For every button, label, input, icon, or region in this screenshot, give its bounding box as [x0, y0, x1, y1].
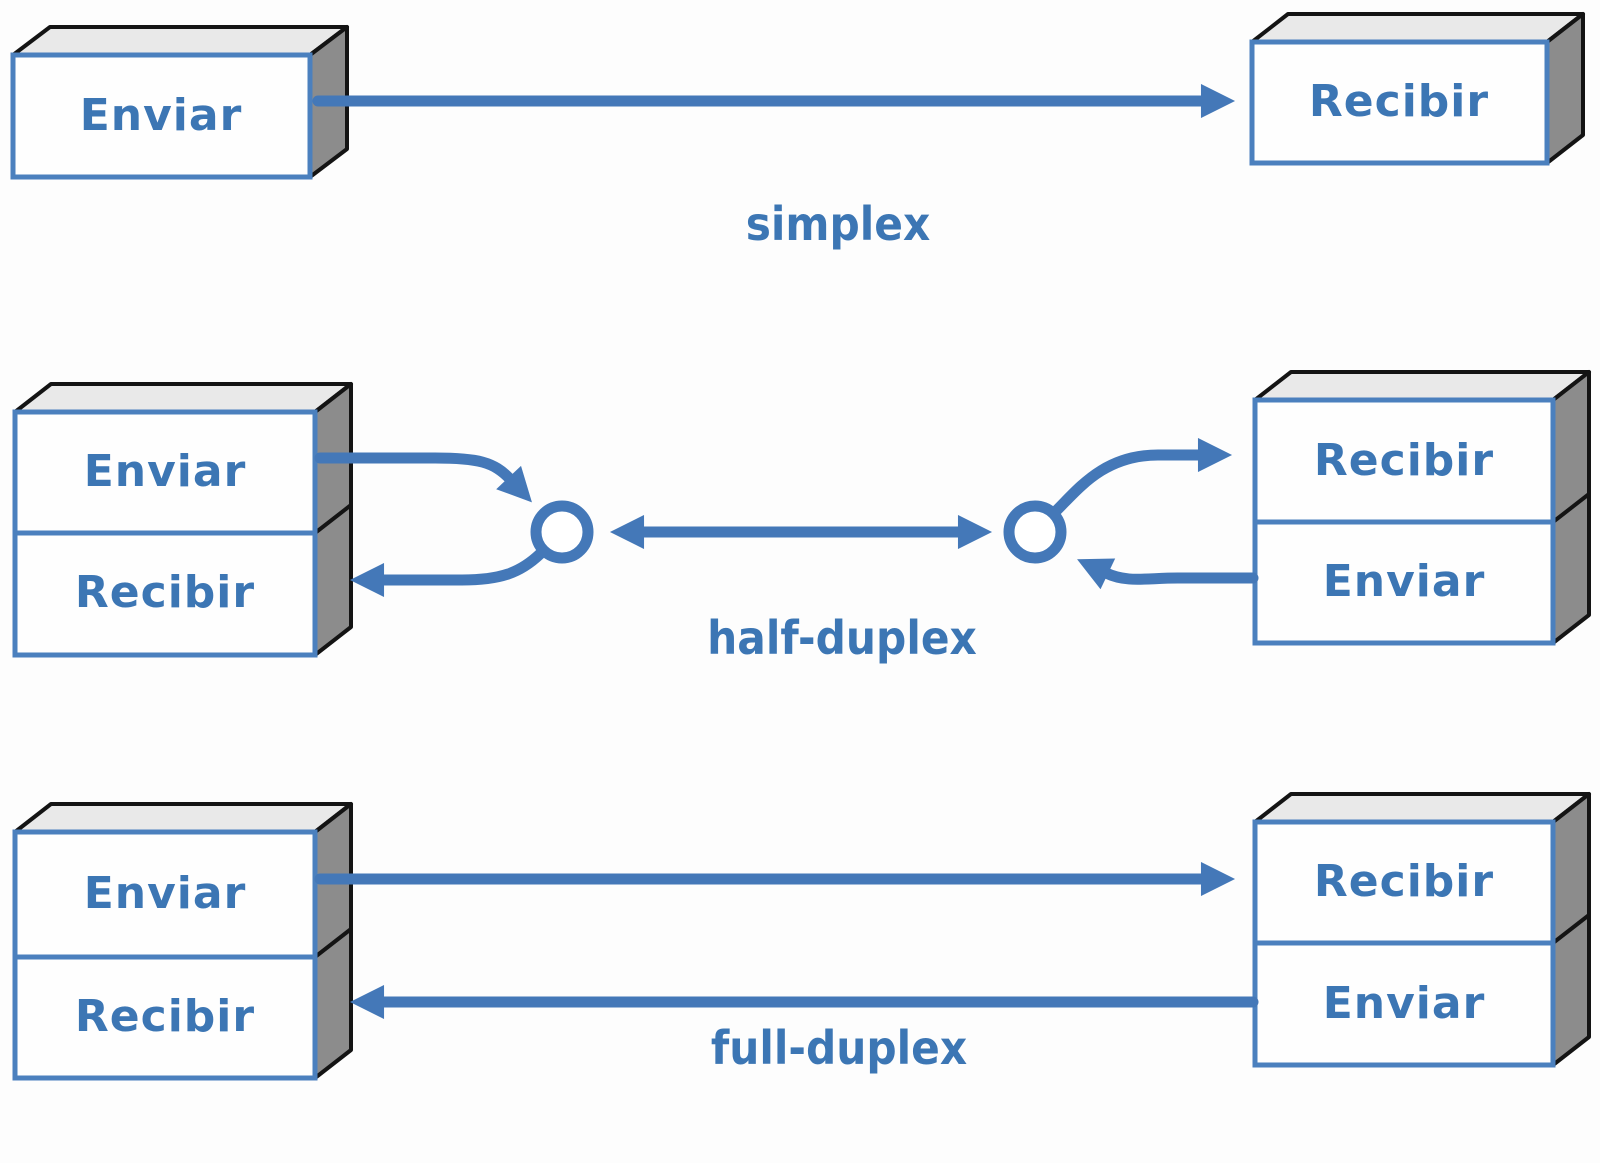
half-duplex-right-receive-label: Recibir: [1313, 435, 1495, 486]
half-duplex-right-send-arrow: [1077, 558, 1259, 590]
half-duplex-left-receive-label: Recibir: [74, 567, 256, 618]
full-duplex-right-station-box: [1252, 792, 1591, 1068]
half-duplex-section-label: half-duplex: [707, 611, 977, 665]
full-duplex-right-send-label: Enviar: [1322, 978, 1486, 1029]
box-front-face: [10, 52, 313, 180]
box-top-face: [13, 382, 353, 414]
half-duplex-right-junction-circle: [1003, 500, 1067, 564]
box-front-face-bottom: [12, 954, 318, 1081]
half-duplex-right-station-box: [1252, 370, 1591, 646]
box-front-face: [1249, 39, 1550, 166]
box-front-face-top: [1252, 819, 1556, 946]
simplex-right-box-label: Recibir: [1308, 76, 1490, 127]
box-side-divider-edge: [1551, 913, 1591, 945]
full-duplex-section-label: full-duplex: [710, 1021, 968, 1075]
half-duplex-right-receive-arrow: [1051, 437, 1233, 516]
simplex-left-sender-box: [10, 25, 349, 180]
half-duplex-left-station-box: [12, 382, 353, 658]
box-top-face: [11, 25, 349, 57]
box-side-divider-edge: [313, 927, 353, 959]
half-duplex-left-send-label: Enviar: [83, 446, 247, 497]
box-front-face-top: [12, 409, 318, 536]
full-duplex-right-receive-label: Recibir: [1313, 856, 1495, 907]
box-side-divider-edge: [1551, 492, 1591, 524]
box-top-face: [1250, 12, 1585, 44]
half-duplex-left-send-arrow: [314, 452, 532, 503]
half-duplex-right-send-label: Enviar: [1322, 556, 1486, 607]
box-front-face-top: [12, 829, 318, 960]
box-side-face: [1545, 12, 1585, 165]
full-duplex-left-station-box: [12, 802, 353, 1081]
simplex-left-box-label: Enviar: [79, 90, 243, 141]
box-side-divider-edge: [313, 503, 353, 535]
simplex-right-receiver-box: [1249, 12, 1585, 166]
simplex-section-label: simplex: [745, 197, 931, 251]
box-top-face: [13, 802, 353, 834]
box-front-face-bottom: [1252, 940, 1556, 1068]
half-duplex-left-receive-arrow: [349, 548, 546, 598]
box-front-face-bottom: [12, 530, 318, 658]
box-front-face-bottom: [1252, 519, 1556, 646]
full-duplex-left-send-label: Enviar: [83, 868, 247, 919]
box-top-face: [1253, 792, 1591, 824]
half-duplex-left-junction-circle: [530, 500, 594, 564]
box-top-face: [1253, 370, 1591, 402]
full-duplex-left-receive-label: Recibir: [74, 991, 256, 1042]
